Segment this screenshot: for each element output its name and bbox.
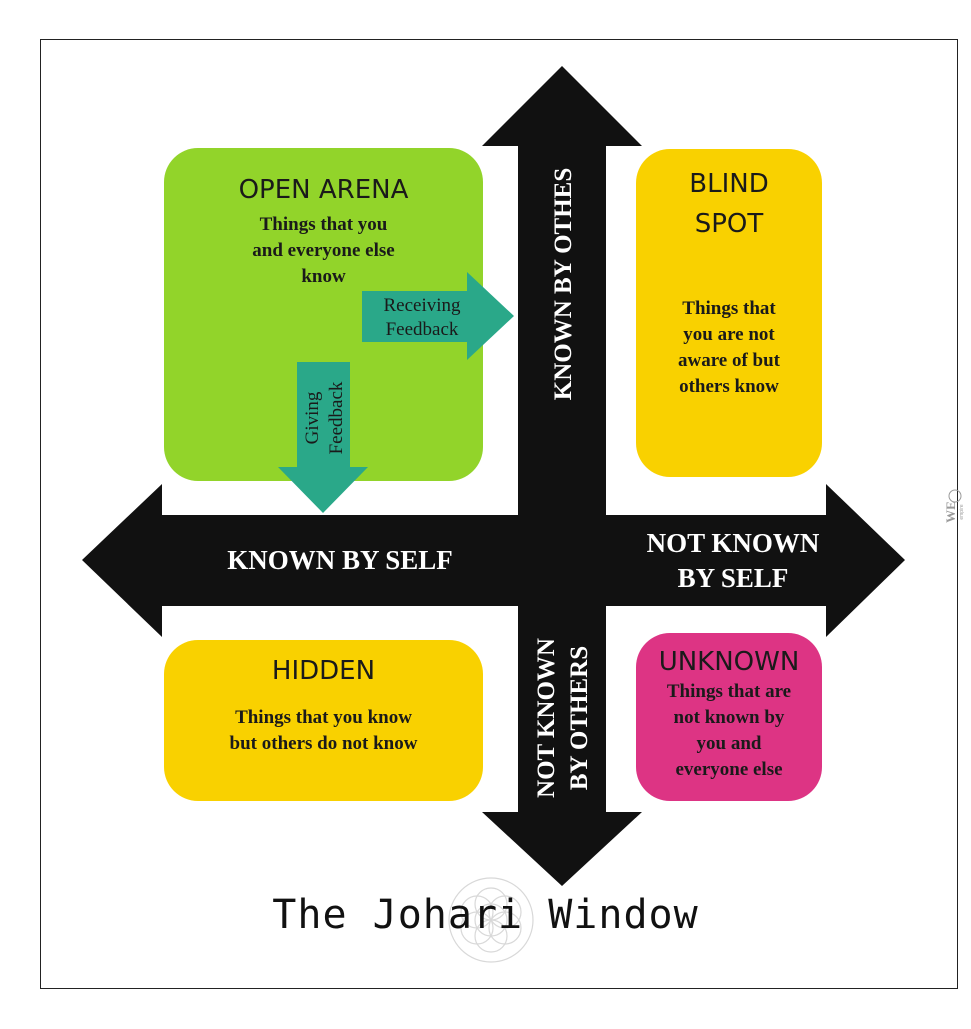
not-known-by-self-label-line2: BY SELF xyxy=(678,563,789,593)
not-known-by-others-label-line2: BY OTHERS xyxy=(566,646,593,790)
flower-of-life-watermark-icon xyxy=(448,877,534,963)
watermark-emblem-icon xyxy=(948,489,962,503)
hidden-desc-line: but others do not know xyxy=(229,733,418,754)
not-known-by-self-label-line1: NOT KNOWN xyxy=(647,528,820,558)
known-by-others-label: KNOWN BY OTHES xyxy=(550,168,577,400)
unknown-title: UNKNOWN xyxy=(658,647,800,677)
open-arena-desc-line: Things that you xyxy=(259,214,388,235)
receiving-feedback-label-line1: Receiving xyxy=(383,295,461,316)
unknown-description: Things that are not known by you and eve… xyxy=(636,679,822,783)
blind-spot-desc-line: you are not xyxy=(683,324,775,345)
receiving-feedback-label-line2: Feedback xyxy=(386,319,459,340)
blind-spot-title-line: BLIND xyxy=(689,169,769,199)
giving-feedback-arrow xyxy=(278,362,368,513)
hidden-desc-line: Things that you know xyxy=(235,707,412,728)
giving-feedback-label-line1: Giving xyxy=(302,391,323,444)
giving-feedback-label-line2: Feedback xyxy=(326,381,347,454)
blind-spot-quadrant: BLIND SPOT Things that you are not aware… xyxy=(636,149,822,477)
hidden-title: HIDDEN xyxy=(271,656,376,686)
open-arena-description: Things that you and everyone else know xyxy=(164,212,483,290)
open-arena-title: OPEN ARENA xyxy=(238,175,409,205)
unknown-desc-line: not known by xyxy=(673,707,785,728)
known-by-self-label: KNOWN BY SELF xyxy=(227,545,453,575)
open-arena-desc-line: and everyone else xyxy=(252,240,395,261)
watermark-subtext: empire xyxy=(959,504,965,520)
hidden-quadrant: HIDDEN Things that you know but others d… xyxy=(164,640,483,801)
hidden-description: Things that you know but others do not k… xyxy=(164,705,483,757)
blind-spot-title: BLIND SPOT xyxy=(636,164,822,244)
unknown-desc-line: you and xyxy=(696,733,762,754)
diagram-title: The Johari Window xyxy=(272,892,699,938)
unknown-desc-line: everyone else xyxy=(675,759,783,780)
horizontal-axis-arrow xyxy=(82,484,905,637)
blind-spot-desc-line: Things that xyxy=(682,298,776,319)
open-arena-desc-line: know xyxy=(301,266,346,287)
blind-spot-description: Things that you are not aware of but oth… xyxy=(636,296,822,400)
receiving-feedback-arrow xyxy=(362,272,514,360)
unknown-desc-line: Things that are xyxy=(666,681,792,702)
we-logo-watermark: WE empire xyxy=(943,489,965,523)
unknown-quadrant: UNKNOWN Things that are not known by you… xyxy=(636,633,822,801)
blind-spot-desc-line: others know xyxy=(679,376,779,397)
blind-spot-desc-line: aware of but xyxy=(677,350,781,371)
blind-spot-title-line: SPOT xyxy=(694,209,764,239)
not-known-by-others-label-line1: NOT KNOWN xyxy=(533,638,560,798)
diagram-frame xyxy=(40,39,958,989)
vertical-axis-arrow xyxy=(482,66,642,886)
watermark-text: WE xyxy=(943,501,958,523)
